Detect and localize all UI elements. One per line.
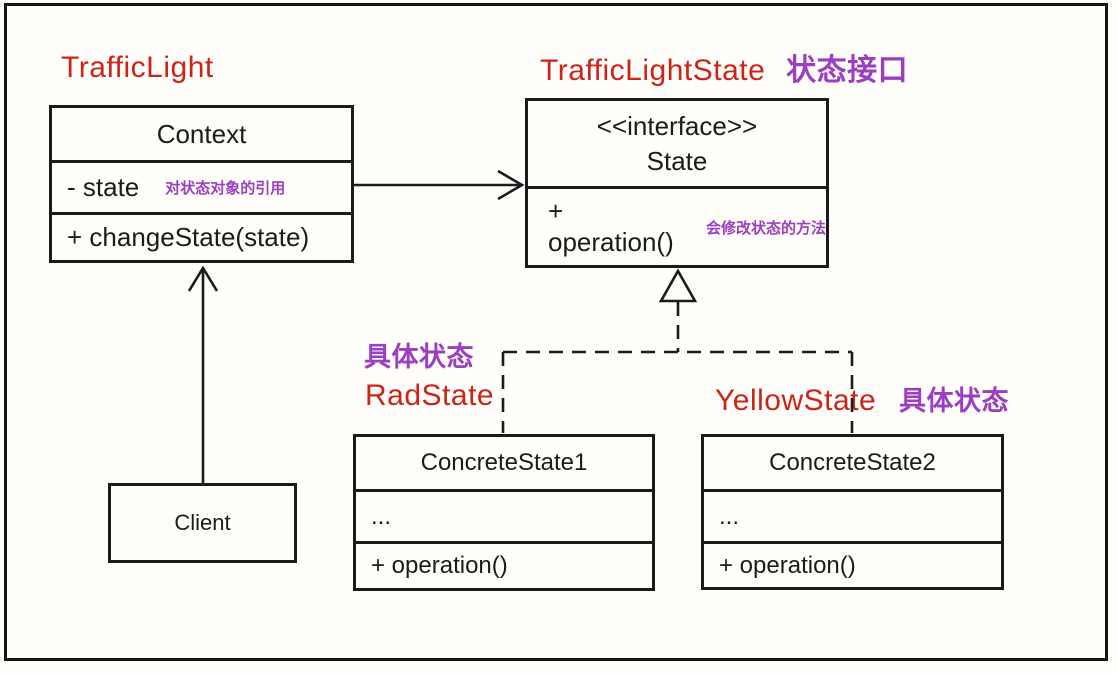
state-method-note: 会修改状态的方法 [705,219,826,237]
label-concrete-note-right: 具体状态 [899,386,1010,416]
concrete1-methods: + operation() [356,541,652,588]
concrete1-title: ConcreteState1 [420,449,588,476]
class-context-methods: + changeState(state) [52,212,351,260]
class-context: Context - state 对状态对象的引用 + changeState(s… [49,105,354,263]
class-state-interface: <<interface>> State + operation() 会修改状态的… [525,98,829,268]
class-client: Client [108,483,297,563]
context-attribute: - state [67,172,140,202]
context-method: + changeState(state) [67,222,310,252]
label-yellowstate-group: YellowState 具体状态 [715,379,1009,418]
outer-frame [4,3,1108,661]
concrete2-attributes: ... [704,489,1001,541]
label-trafficlight: TrafficLight [61,51,214,84]
concrete2-methods: + operation() [704,541,1001,587]
state-title-compartment: <<interface>> State [528,101,826,186]
concrete2-title: ConcreteState2 [769,449,936,476]
label-yellowstate: YellowState [715,384,877,417]
state-method: + operation() [548,196,674,257]
class-concrete-state1: ConcreteState1 ... + operation() [353,434,655,591]
label-trafficlightstate: TrafficLightState [540,54,766,87]
context-attribute-note: 对状态对象的引用 [165,180,286,197]
class-concrete-state2: ConcreteState2 ... + operation() [701,434,1004,590]
label-concrete-note-left: 具体状态 [364,342,474,372]
class-context-title: Context [156,118,247,149]
class-context-attributes: - state 对状态对象的引用 [52,160,351,212]
client-title: Client [174,510,231,535]
label-trafficlightstate-group: TrafficLightState 状态接口 [540,45,908,89]
state-methods-compartment: + operation() 会修改状态的方法 [528,186,826,265]
label-state-interface-note: 状态接口 [786,54,909,87]
state-stereotype: <<interface>> [596,110,758,141]
state-title: State [646,145,708,176]
concrete1-attributes: ... [356,489,652,541]
label-radstate: RadState [365,379,495,412]
